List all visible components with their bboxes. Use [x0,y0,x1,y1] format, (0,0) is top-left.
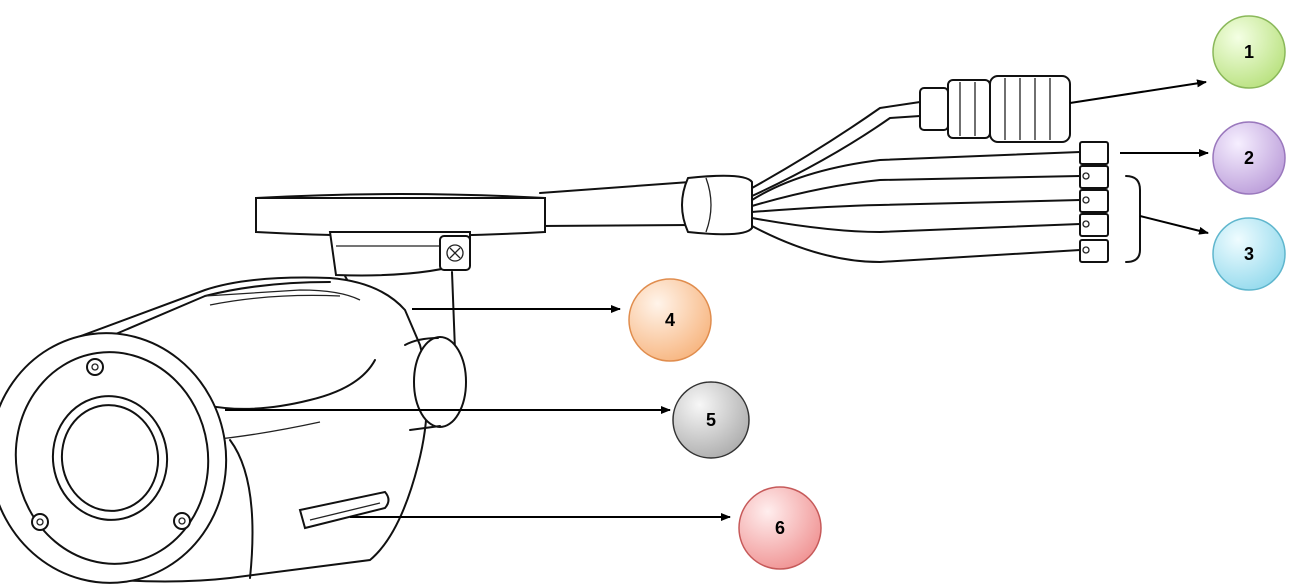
callout-6-circle [738,486,822,570]
callout-4: 4 [628,278,712,362]
leader-lines [225,79,1209,521]
arrow-1 [1069,79,1207,104]
callout-2: 2 [1212,121,1286,195]
callout-1: 1 [1212,15,1286,89]
callout-2-circle [1212,121,1286,195]
main-cable [539,181,691,227]
terminal-blocks [1079,141,1109,263]
callout-5: 5 [672,381,750,459]
cable-splitter [681,75,1141,263]
callout-6: 6 [738,486,822,570]
network-connector [919,75,1071,143]
group-bracket [1125,175,1141,263]
mount-base-plate [255,193,546,237]
callout-2-label: 2 [1244,148,1254,168]
callout-6-label: 6 [775,518,785,538]
callout-5-circle [672,381,750,459]
lens-bezel [0,332,228,584]
callout-3: 3 [1212,217,1286,291]
mount-bracket [328,231,471,277]
callout-3-label: 3 [1244,244,1254,264]
callout-4-circle [628,278,712,362]
callout-3-circle [1212,217,1286,291]
callout-4-label: 4 [665,310,675,330]
arrow-3 [1139,215,1209,235]
wire-leads [751,151,1081,263]
bullet-camera [0,181,691,584]
callout-5-label: 5 [706,410,716,430]
callout-1-label: 1 [1244,42,1254,62]
callout-1-circle [1212,15,1286,89]
